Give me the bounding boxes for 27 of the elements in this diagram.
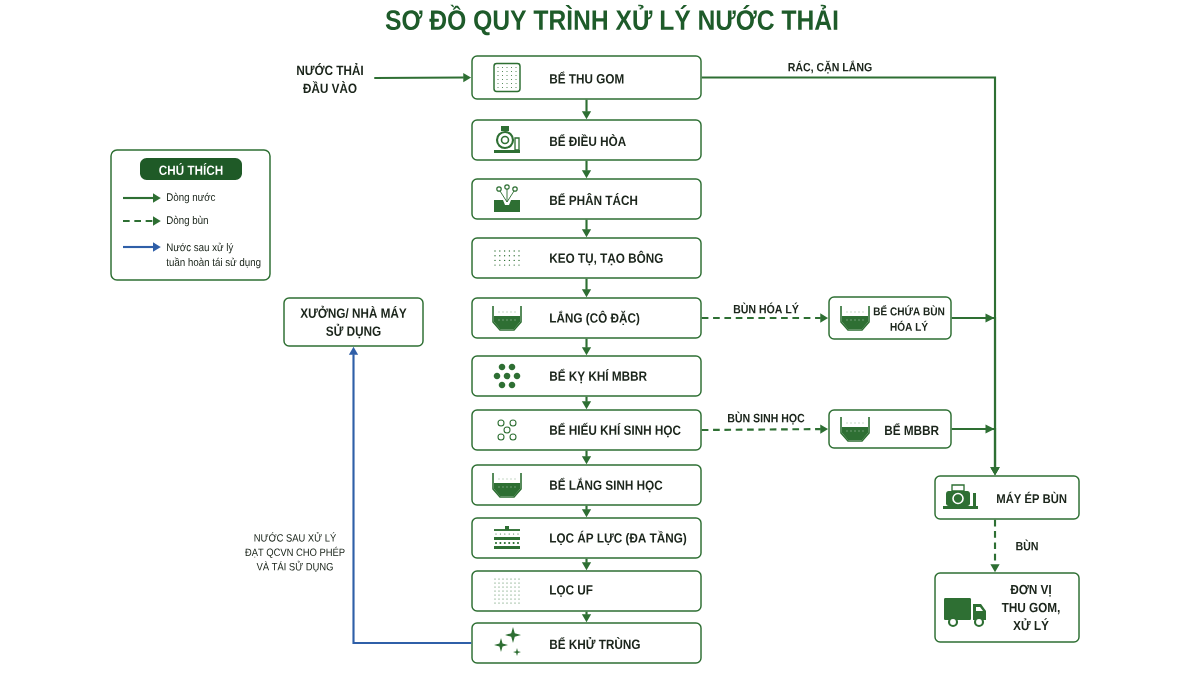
process-box: MÁY ÉP BÙN [934, 475, 1080, 520]
process-box: BỂ PHÂN TÁCH [471, 178, 702, 220]
process-box: KEO TỤ, TẠO BÔNG [471, 237, 702, 279]
process-box: LỌC ÁP LỰC (ĐA TẦNG) [471, 517, 702, 559]
process-box: BỂ KỴ KHÍ MBBR [471, 355, 702, 397]
process-box: XƯỞNG/ NHÀ MÁY SỬ DỤNG [283, 297, 424, 347]
edge-label: BÙN SINH HỌC [725, 410, 807, 426]
legend-text: Dòng bùn [167, 215, 208, 227]
process-box: BỂ CHỨA BÙN HÓA LÝ [828, 296, 952, 340]
process-box: BỂ THU GOM [471, 55, 702, 100]
title: SƠ ĐỒ QUY TRÌNH XỬ LÝ NƯỚC THẢI [385, 4, 838, 36]
process-box: LỌC UF [471, 570, 702, 612]
legend-text: Nước sau xử lý tuần hoàn tái sử dụng [166, 242, 261, 269]
process-box: BỂ KHỬ TRÙNG [471, 622, 702, 664]
process-box: LẮNG (CÔ ĐẶC) [471, 297, 702, 339]
inlet-label: NƯỚC THẢI ĐẦU VÀO [297, 62, 363, 94]
process-box: BỂ LẮNG SINH HỌC [471, 464, 702, 506]
process-box: BỂ HIẾU KHÍ SINH HỌC [471, 409, 702, 451]
edge-label: BÙN HÓA LÝ [731, 301, 801, 315]
legend-text: Dòng nước [167, 192, 216, 204]
edge-label: NƯỚC SAU XỬ LÝ ĐẠT QCVN CHO PHÉP VÀ TÁI SỬ DỤNG [240, 530, 350, 574]
process-box: BỂ MBBR [828, 409, 952, 449]
process-box: BỂ ĐIỀU HÒA [471, 119, 702, 161]
process-box: ĐƠN VỊ THU GOM, XỬ LÝ [934, 572, 1080, 643]
edge-label: RÁC, CẶN LẮNG [786, 59, 874, 75]
edge-label: BÙN [1014, 538, 1040, 552]
legend-title: CHÚ THÍCH [140, 158, 242, 180]
